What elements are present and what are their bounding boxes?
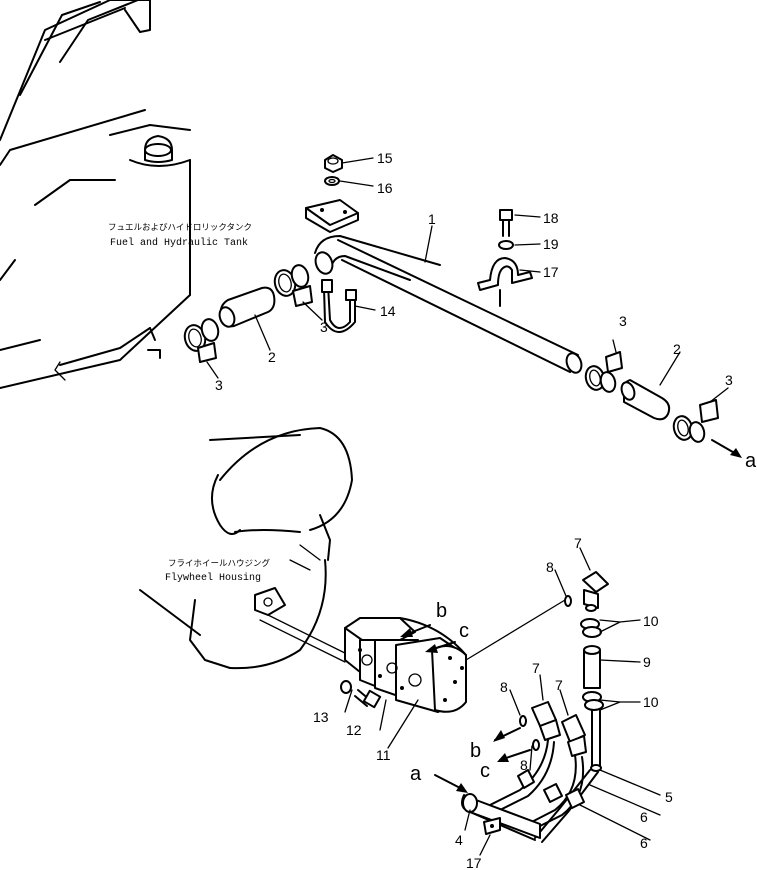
washer-13 xyxy=(340,680,352,694)
callout-12: 12 xyxy=(346,722,362,738)
flywheel-housing xyxy=(139,427,356,670)
return-tube xyxy=(591,709,601,769)
callout-2-right: 2 xyxy=(673,341,681,357)
callout-19: 19 xyxy=(543,236,559,252)
elbow-7-left xyxy=(531,701,561,741)
u-pipe-14 xyxy=(321,279,357,333)
callout-3-right1: 3 xyxy=(619,313,627,329)
elbow-7-top xyxy=(582,571,609,612)
letter-a-right: a xyxy=(745,450,757,472)
callout-17-top: 17 xyxy=(543,264,559,280)
callout-16: 16 xyxy=(377,180,393,196)
o-ring-8-mid xyxy=(519,715,527,727)
callout-8-mid: 8 xyxy=(500,679,508,695)
hose-clamp-right-2 xyxy=(672,399,719,443)
callout-2-left: 2 xyxy=(268,349,276,365)
o-ring-8-top xyxy=(564,595,572,607)
callout-10-bottom: 10 xyxy=(643,694,659,710)
nut-15 xyxy=(324,154,343,173)
bolt-12 xyxy=(354,689,382,709)
callout-1: 1 xyxy=(428,211,436,227)
letter-a-left: a xyxy=(410,763,422,785)
letter-b-pump: b xyxy=(436,600,447,622)
callout-5: 5 xyxy=(665,789,673,805)
leader-lines xyxy=(206,157,729,856)
pump-outlet-line xyxy=(465,599,566,661)
washer-16 xyxy=(324,176,340,186)
hose-clamp-10-top xyxy=(580,618,602,638)
callout-8-top: 8 xyxy=(546,559,554,575)
clamp-17-bottom xyxy=(483,817,501,835)
hose-2-right xyxy=(620,379,671,421)
o-ring-8-low xyxy=(532,739,540,751)
callout-7-right: 7 xyxy=(555,677,563,693)
hose-clamp-mid xyxy=(273,264,313,307)
bolt-18 xyxy=(499,209,513,237)
elbow-7-right xyxy=(561,714,587,757)
callout-13: 13 xyxy=(313,709,329,725)
callout-14: 14 xyxy=(380,303,396,319)
hoses-5-6 xyxy=(479,739,599,843)
callout-18: 18 xyxy=(543,210,559,226)
callout-8-low: 8 xyxy=(520,757,528,773)
hydraulic-pump-11 xyxy=(344,617,467,713)
callout-6-a: 6 xyxy=(640,809,648,825)
tank-label-en: Fuel and Hydraulic Tank xyxy=(110,237,248,249)
callout-7-mid: 7 xyxy=(532,660,540,676)
flywheel-label-en: Flywheel Housing xyxy=(165,572,261,584)
fuel-hydraulic-tank xyxy=(0,0,191,389)
callout-9: 9 xyxy=(643,654,651,670)
letter-c-line: c xyxy=(480,760,490,782)
callout-3-mid: 3 xyxy=(320,319,328,335)
hose-2-left xyxy=(218,286,276,328)
tank-label-jp: フュエルおよびハイドロリックタンク xyxy=(108,223,252,233)
callout-11: 11 xyxy=(376,747,391,763)
hose-clamp-right-1 xyxy=(584,351,623,393)
clamp-17-top xyxy=(477,257,533,307)
hydraulic-pipe-1 xyxy=(314,235,583,374)
hose-9 xyxy=(583,645,601,689)
callout-4: 4 xyxy=(455,832,463,848)
callout-3-right2: 3 xyxy=(725,372,733,388)
callout-7-top: 7 xyxy=(574,535,582,551)
letter-c-pump: c xyxy=(459,620,469,642)
letter-b-line: b xyxy=(470,740,481,762)
mounting-plate xyxy=(305,199,359,233)
callout-6-b: 6 xyxy=(640,835,648,851)
hose-clamp-left xyxy=(183,318,220,363)
flywheel-label-jp: フライホイールハウジング xyxy=(168,558,271,569)
callout-15: 15 xyxy=(377,150,393,166)
callout-17-bottom: 17 xyxy=(466,855,482,870)
callout-10-top: 10 xyxy=(643,613,659,629)
washer-19 xyxy=(498,240,514,250)
callout-3-left: 3 xyxy=(215,377,223,393)
hose-clamp-10-bottom xyxy=(582,691,604,711)
support-bar-4 xyxy=(461,793,541,841)
